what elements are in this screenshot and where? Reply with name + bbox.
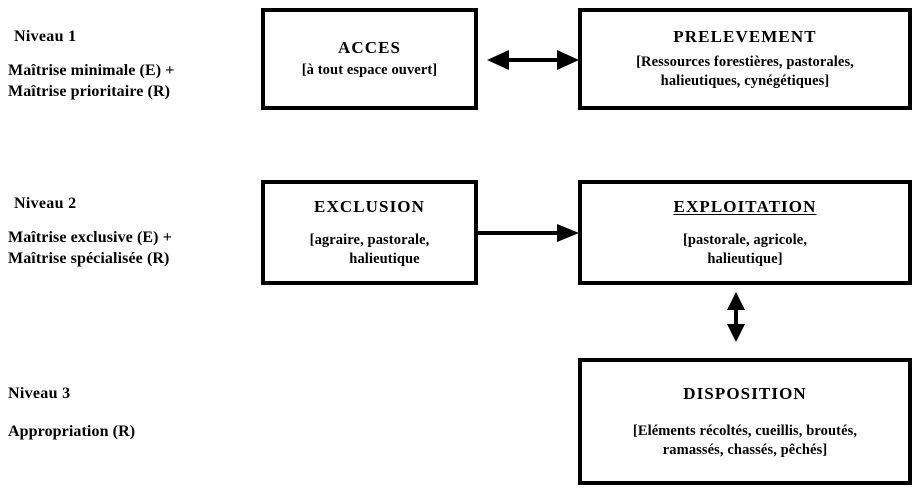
box-sub-line2-disposition: ramassés, chassés, pêchés]	[662, 441, 828, 458]
box-sub-line2-exclusion: halieutique	[319, 250, 419, 269]
box-exclusion[interactable]: EXCLUSION [agraire, pastorale, halieutiq…	[261, 180, 478, 285]
level-title-niveau-3: Niveau 3	[8, 385, 71, 402]
box-prelevement[interactable]: PRELEVEMENT [Ressources forestières, pas…	[578, 8, 912, 110]
level-title-niveau-2: Niveau 2	[14, 195, 77, 212]
level-desc-line2-niveau-1: Maîtrise prioritaire (R)	[8, 83, 171, 100]
box-sub-line2-prelevement: halieutiques, cynégétiques]	[660, 73, 830, 89]
arrow-exclusion-exploitation	[477, 224, 579, 242]
box-title-prelevement: PRELEVEMENT	[673, 27, 817, 46]
level-desc-line1-niveau-3: Appropriation (R)	[8, 423, 136, 440]
box-title-exploitation: EXPLOITATION	[673, 196, 817, 216]
arrow-acces-prelevement	[487, 50, 579, 70]
arrow-exploitation-disposition	[727, 292, 745, 342]
level-title-niveau-1: Niveau 1	[14, 28, 77, 45]
box-sub-line1-disposition: [Eléments récoltés, cueillis, broutés,	[632, 422, 858, 439]
box-sub-line1-exclusion: [agraire, pastorale,	[309, 231, 430, 248]
box-sub-line2-exploitation: halieutique]	[707, 250, 782, 269]
box-sub-acces: [à tout espace ouvert]	[301, 62, 438, 78]
box-sub-line2-exploitation-text: halieutique]	[707, 250, 783, 267]
box-title-disposition: DISPOSITION	[683, 383, 807, 403]
box-sub-line1-prelevement: [Ressources forestières, pastorales,	[636, 54, 854, 70]
level-block-niveau-3: Niveau 3 Appropriation (R)	[8, 385, 258, 442]
level-desc-line1-niveau-1: Maîtrise minimale (E) +	[8, 62, 175, 79]
box-exploitation[interactable]: EXPLOITATION [pastorale, agricole, halie…	[578, 180, 912, 285]
box-title-acces: ACCES	[337, 38, 402, 57]
box-sub-line2-exclusion-text: halieutique	[349, 250, 420, 267]
level-desc-line2-niveau-2: Maîtrise spécialisée (R)	[8, 250, 170, 267]
box-sub-line1-exploitation: [pastorale, agricole,	[682, 231, 808, 248]
level-block-niveau-1: Niveau 1 Maîtrise minimale (E) + Maîtris…	[8, 28, 258, 102]
box-title-exclusion: EXCLUSION	[314, 196, 425, 216]
box-disposition[interactable]: DISPOSITION [Eléments récoltés, cueillis…	[578, 358, 912, 485]
box-acces[interactable]: ACCES [à tout espace ouvert]	[261, 8, 478, 110]
level-block-niveau-2: Niveau 2 Maîtrise exclusive (E) + Maîtri…	[8, 195, 258, 269]
level-desc-line1-niveau-2: Maîtrise exclusive (E) +	[8, 229, 172, 246]
